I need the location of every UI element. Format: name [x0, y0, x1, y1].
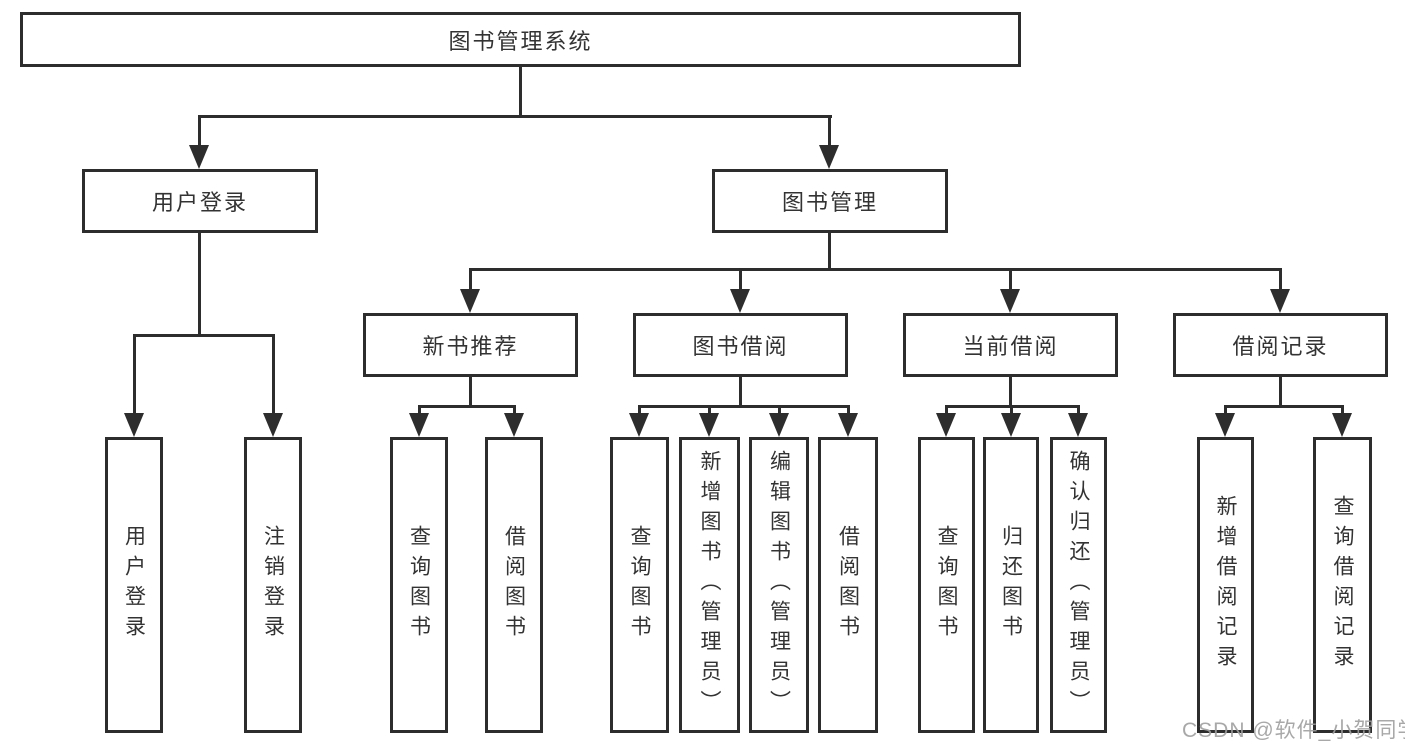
- connector-arrowhead: [1001, 413, 1021, 437]
- connector-line: [1279, 268, 1282, 294]
- connector-line: [847, 405, 850, 417]
- connector-line: [198, 115, 201, 149]
- leaf-edit-books-admin: 编辑图书（管理员）: [749, 437, 809, 733]
- node-current-borrowing: 当前借阅: [903, 313, 1118, 377]
- leaf-query-borrow-record: 查询借阅记录: [1313, 437, 1372, 733]
- node-label: 当前借阅: [962, 334, 1059, 359]
- connector-arrowhead: [1270, 289, 1290, 313]
- connector-arrowhead: [460, 289, 480, 313]
- leaf-label: 借阅图书: [502, 525, 526, 645]
- connector-line: [1077, 405, 1080, 417]
- connector-line: [469, 268, 1282, 271]
- connector-line: [708, 405, 711, 417]
- connector-arrowhead: [936, 413, 956, 437]
- node-label: 图书管理系统: [448, 28, 593, 54]
- node-borrowing-records: 借阅记录: [1173, 313, 1388, 377]
- node-book-management: 图书管理: [712, 169, 948, 233]
- connector-line: [638, 405, 850, 408]
- leaf-query-books-borrowing: 查询图书: [610, 437, 669, 733]
- connector-arrowhead: [409, 413, 429, 437]
- leaf-confirm-return-admin: 确认归还（管理员）: [1050, 437, 1107, 733]
- node-label: 用户登录: [151, 190, 248, 215]
- connector-line: [272, 334, 275, 416]
- connector-line: [828, 115, 831, 149]
- connector-arrowhead: [819, 145, 839, 169]
- leaf-label: 借阅图书: [836, 525, 860, 645]
- leaf-borrow-books-recommend: 借阅图书: [485, 437, 543, 733]
- node-label: 图书借阅: [692, 334, 789, 359]
- leaf-label: 查询图书: [628, 525, 651, 645]
- leaf-query-books-current: 查询图书: [918, 437, 975, 733]
- connector-arrowhead: [769, 413, 789, 437]
- node-library-system: 图书管理系统: [20, 12, 1021, 67]
- connector-line: [1010, 405, 1013, 417]
- leaf-label: 归还图书: [999, 525, 1023, 645]
- connector-arrowhead: [124, 413, 144, 437]
- connector-line: [418, 405, 516, 408]
- leaf-add-books-admin: 新增图书（管理员）: [679, 437, 740, 733]
- leaf-label: 新增图书（管理员）: [698, 450, 721, 720]
- node-new-book-recommendation: 新书推荐: [363, 313, 578, 377]
- leaf-label: 编辑图书（管理员）: [767, 450, 791, 720]
- connector-arrowhead: [730, 289, 750, 313]
- connector-arrowhead: [629, 413, 649, 437]
- connector-arrowhead: [263, 413, 283, 437]
- node-label: 新书推荐: [422, 334, 519, 359]
- connector-arrowhead: [1000, 289, 1020, 313]
- node-user-login: 用户登录: [82, 169, 318, 233]
- leaf-label: 确认归还（管理员）: [1067, 450, 1090, 720]
- leaf-query-books-recommend: 查询图书: [390, 437, 448, 733]
- connector-line: [469, 377, 472, 408]
- connector-line: [198, 115, 832, 118]
- connector-line: [739, 268, 742, 294]
- connector-line: [739, 377, 742, 408]
- connector-line: [1341, 405, 1344, 417]
- leaf-add-borrow-record: 新增借阅记录: [1197, 437, 1254, 733]
- connector-line: [638, 405, 641, 417]
- connector-arrowhead: [838, 413, 858, 437]
- connector-arrowhead: [1068, 413, 1088, 437]
- connector-line: [469, 268, 472, 294]
- connector-line: [1279, 377, 1282, 408]
- leaf-borrow-books: 借阅图书: [818, 437, 878, 733]
- node-book-borrowing: 图书借阅: [633, 313, 848, 377]
- connector-line: [198, 233, 201, 337]
- connector-line: [1009, 268, 1012, 294]
- connector-line: [133, 334, 136, 416]
- connector-arrowhead: [1332, 413, 1352, 437]
- connector-arrowhead: [1215, 413, 1235, 437]
- node-label: 借阅记录: [1232, 334, 1329, 359]
- leaf-return-books: 归还图书: [983, 437, 1039, 733]
- connector-line: [778, 405, 781, 417]
- connector-line: [418, 405, 421, 417]
- connector-line: [1224, 405, 1227, 417]
- leaf-label: 查询图书: [407, 525, 431, 645]
- leaf-label: 查询图书: [935, 525, 958, 645]
- leaf-user-login: 用户登录: [105, 437, 163, 733]
- connector-arrowhead: [699, 413, 719, 437]
- connector-line: [519, 67, 522, 117]
- connector-line: [133, 334, 275, 337]
- connector-line: [945, 405, 948, 417]
- node-label: 图书管理: [781, 190, 878, 215]
- leaf-label: 新增借阅记录: [1214, 495, 1237, 675]
- csdn-watermark: CSDN @软件_小贺同学: [1182, 719, 1405, 742]
- connector-line: [1224, 405, 1344, 408]
- leaf-logout: 注销登录: [244, 437, 302, 733]
- connector-line: [1009, 377, 1012, 408]
- connector-arrowhead: [189, 145, 209, 169]
- leaf-label: 查询借阅记录: [1331, 495, 1354, 675]
- connector-line: [828, 233, 831, 271]
- connector-arrowhead: [504, 413, 524, 437]
- leaf-label: 用户登录: [122, 525, 146, 645]
- connector-line: [513, 405, 516, 417]
- leaf-label: 注销登录: [261, 525, 285, 645]
